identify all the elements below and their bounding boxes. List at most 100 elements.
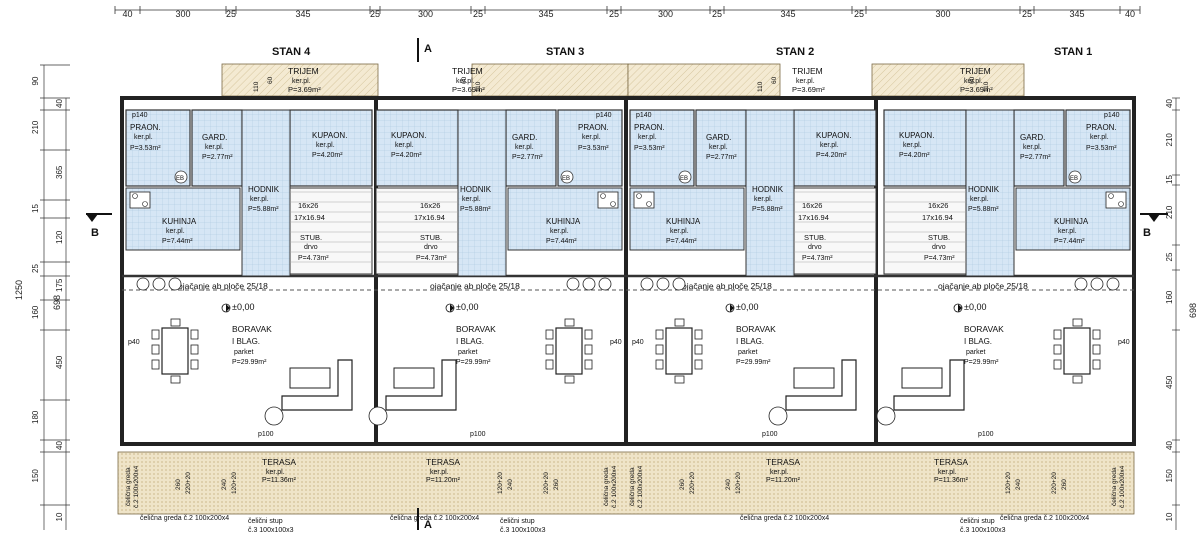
blag-label: I BLAG. (736, 337, 764, 346)
right-dim-label: 10 (1165, 512, 1174, 521)
hodnik-label: HODNIK (460, 185, 492, 194)
left-total-dim: 1250 (14, 280, 24, 300)
porches (221, 63, 1025, 97)
steel-beam-note: čelična greda č.2 100x200x4 (390, 515, 479, 522)
kuhinja-area: P=7.44m² (546, 238, 577, 245)
unit-stan-3: STAN 3TRIJEMker.pl.P=3.69m²PRAON.ker.pl.… (368, 46, 622, 508)
boravak-area: P=29.99m² (456, 359, 491, 366)
window-p100: p100 (762, 431, 778, 438)
steel-beam-v-size: č.2 100x200x4 (133, 465, 140, 508)
praon-label: PRAON. (130, 123, 161, 132)
door-dim-110: 110 (253, 81, 260, 92)
steel-beam-note: čelična greda č.2 100x200x4 (740, 515, 829, 522)
terasa-label: TERASA (934, 457, 968, 467)
gard-label: GARD. (706, 133, 731, 142)
section-b-left: B (91, 227, 99, 239)
slab-note: ojačanje ab ploče 25/18 (938, 281, 1028, 291)
boravak-area: P=29.99m² (964, 359, 999, 366)
top-dim-label: 345 (538, 9, 553, 19)
section-a-bottom: A (424, 519, 432, 531)
right-dim-label: 40 (1165, 441, 1174, 450)
boravak-label: BORAVAK (736, 324, 776, 334)
top-dim-label: 40 (122, 9, 132, 19)
top-dim-label: 300 (658, 9, 673, 19)
top-dim-label: 25 (1022, 9, 1032, 19)
terasa-floor: ker.pl. (430, 469, 449, 476)
left-dimension-chain: 1250 698 9040210365151202517516045018040… (14, 64, 70, 530)
blag-label: I BLAG. (456, 337, 484, 346)
right-dim-label: 210 (1165, 205, 1174, 219)
left-dim-label: 10 (55, 512, 64, 521)
parket-label: parket (234, 349, 254, 356)
trijem-label: TRIJEM (288, 66, 319, 76)
unit-title: STAN 1 (1054, 46, 1092, 58)
hodnik-label: HODNIK (968, 185, 1000, 194)
top-dim-label: 25 (473, 9, 483, 19)
window-p140: p140 (596, 112, 612, 119)
kuhinja-floor: ker.pl. (166, 228, 185, 235)
praon-area: P=3.53m² (634, 145, 665, 152)
top-dim-label: 25 (370, 9, 380, 19)
boravak-area: P=29.99m² (232, 359, 267, 366)
terrace-dim-260: 260 (175, 479, 182, 490)
gard-area: P=2.77m² (512, 154, 543, 161)
steel-beam-v: čelična greda (1111, 467, 1118, 506)
gard-label: GARD. (512, 133, 537, 142)
section-b-right: B (1143, 227, 1151, 239)
top-dim-label: 345 (295, 9, 310, 19)
top-dim-label: 345 (780, 9, 795, 19)
terasa-floor: ker.pl. (770, 469, 789, 476)
gard-label: GARD. (1020, 133, 1045, 142)
terasa-label: TERASA (262, 457, 296, 467)
left-dim-label: 160 (31, 305, 40, 319)
terrace-dim-240: 240 (1015, 479, 1022, 490)
level-mark: ±0,00 (456, 302, 478, 312)
praon-area: P=3.53m² (1086, 145, 1117, 152)
trijem-floor: ker.pl. (456, 78, 475, 85)
left-698-dim: 698 (52, 295, 62, 310)
gard-floor: ker.pl. (515, 144, 534, 151)
terrace-dim-120: 120+20 (735, 472, 742, 494)
stair-label: STUB. (928, 233, 950, 242)
stair-label: STUB. (300, 233, 322, 242)
door-dim-60: 60 (969, 76, 976, 84)
left-dim-label: 120 (55, 230, 64, 244)
trijem-area: P=3.69m² (288, 85, 321, 94)
right-dim-label: 40 (1165, 99, 1174, 108)
stair-material: drvo (424, 244, 438, 251)
window-p100: p100 (978, 431, 994, 438)
kuhinja-label: KUHINJA (162, 217, 197, 226)
parket-label: parket (966, 349, 986, 356)
kupaon-area: P=4.20m² (391, 152, 422, 159)
right-dim-label: 160 (1165, 290, 1174, 304)
terraces (117, 451, 1135, 515)
stair-size-a: 16x26 (420, 201, 440, 210)
unit-stan-2: STAN 2TRIJEMker.pl.P=3.69m²PRAON.ker.pl.… (629, 46, 857, 508)
window-p40: p40 (1118, 339, 1130, 346)
left-dim-label: 210 (31, 120, 40, 134)
terrace-dim-120: 120+20 (1005, 472, 1012, 494)
praon-floor: ker.pl. (134, 134, 153, 141)
kupaon-floor: ker.pl. (395, 142, 414, 149)
hodnik-area: P=5.88m² (248, 206, 279, 213)
trijem-label: TRIJEM (452, 66, 483, 76)
praon-area: P=3.53m² (578, 145, 609, 152)
parket-label: parket (458, 349, 478, 356)
gard-area: P=2.77m² (202, 154, 233, 161)
steel-column-note: čelični stup (960, 518, 995, 525)
steel-beam-v: čelična greda (603, 467, 610, 506)
kuhinja-label: KUHINJA (666, 217, 701, 226)
kuhinja-label: KUHINJA (1054, 217, 1089, 226)
left-dim-label: 90 (31, 76, 40, 85)
left-dim-label: 365 (55, 165, 64, 179)
gard-label: GARD. (202, 133, 227, 142)
stair-size-b: 17x16.94 (414, 213, 445, 222)
steel-beam-note: čelična greda č.2 100x200x4 (1000, 515, 1089, 522)
left-dim-label: 175 (55, 278, 64, 292)
trijem-floor: ker.pl. (964, 78, 983, 85)
boravak-label: BORAVAK (964, 324, 1004, 334)
terrace-dim-240: 240 (221, 479, 228, 490)
unit-title: STAN 3 (546, 46, 584, 58)
